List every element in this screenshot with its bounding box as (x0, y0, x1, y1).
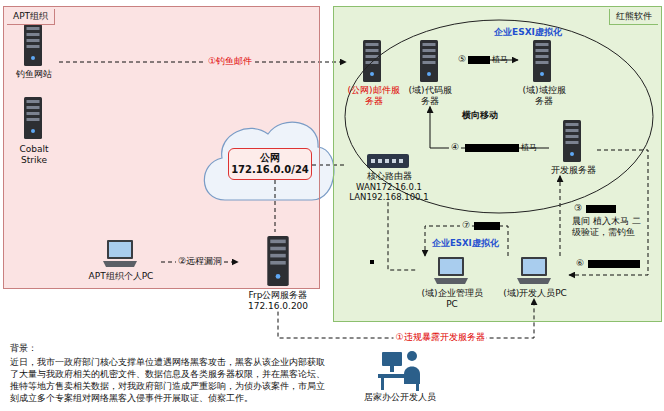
cloud-shape (204, 122, 334, 200)
router-port (378, 159, 382, 163)
person-head (407, 351, 417, 361)
annotation-label: 企业ESXI虚拟化 (432, 238, 499, 248)
redaction-bar (474, 222, 500, 230)
device-node: 核心路由器WAN172.16.0.1 LAN192.168.100.1 (346, 153, 432, 202)
node-label: 开发服务器 (549, 165, 597, 176)
router-body (367, 154, 409, 168)
device-node: Frp公网服务器 172.16.0.200 (238, 232, 318, 312)
node-label: APT组织个人PC (81, 271, 161, 282)
node-detail: WAN172.16.0.1 LAN192.168.100.1 (346, 182, 432, 202)
annotation-label: 晨间 植入木马 二级验证，需钓鱼 (572, 216, 646, 238)
router-port (392, 159, 396, 163)
monitor (382, 352, 402, 366)
router-port (385, 159, 389, 163)
node-label: 公网 172.16.0.0/24 (229, 152, 311, 176)
node-label: (域)域控服务器 (518, 85, 570, 107)
device-node: (域)企业管理员PC (416, 256, 488, 310)
node-label: Cobalt Strike (9, 144, 59, 166)
chair-leg (416, 384, 419, 391)
edge-label: ⑥ (574, 259, 586, 269)
node-label: (域)企业管理员PC (416, 288, 488, 310)
server-icon (533, 40, 551, 82)
edge-label: ①违规暴露开发服务器 (393, 333, 486, 343)
node-label: 居家办公开发人员 (362, 392, 438, 403)
node-label: 核心路由器 (346, 171, 432, 182)
network-box: 公网 172.16.0.0/24 (228, 148, 312, 180)
device-node: (公网)邮件服务器 (346, 39, 401, 107)
edge-label: ⑦ (460, 221, 472, 231)
redaction-bar (468, 56, 490, 64)
edge-label: ②远程漏洞 (176, 257, 224, 267)
node-label: 钓鱼网站 (9, 69, 59, 80)
edge-label: ⑤ (456, 55, 468, 65)
person-icon (378, 351, 420, 391)
node-label: 红熊软件 (609, 9, 658, 25)
background-note: 背景： (10, 343, 37, 353)
annotation-label: 植马 (492, 55, 508, 65)
server-icon (24, 24, 42, 66)
annotation-label: 植马 (521, 143, 537, 153)
region-fill (333, 6, 662, 322)
server-icon (420, 40, 438, 82)
zone-region: 红熊软件企业ESXI虚拟化 (公网)邮件服务器(域)代码服务器 (域)域控服务器开发… (333, 6, 662, 322)
device-node: APT组织个人PC (81, 239, 161, 282)
background-note: 近日，我市一政府部门核心支撑单位遭遇网络黑客攻击，黑客从该企业内部获取了大量与我… (10, 356, 328, 404)
server-icon (563, 120, 581, 162)
router-icon (367, 154, 409, 168)
device-node: 钓鱼网站 (9, 23, 59, 80)
region-fill (3, 6, 320, 289)
edge-label: ④ (449, 143, 461, 153)
device-node: 开发服务器 (549, 119, 597, 176)
redaction-bar (586, 205, 616, 213)
connector (312, 165, 346, 166)
ellipse-shape (345, 20, 653, 213)
laptop-icon (517, 257, 551, 284)
laptop-icon (103, 240, 137, 267)
server-icon (267, 236, 288, 286)
monitor-stand (390, 366, 394, 372)
server-icon (24, 97, 42, 139)
node-label: Frp公网服务器 172.16.0.200 (238, 290, 318, 312)
device-node: (域)开发人员PC (501, 256, 569, 299)
node-label: (公网)邮件服务器 (346, 85, 401, 107)
connector (59, 62, 346, 63)
annotation-label: 横向移动 (462, 110, 498, 121)
redaction-bar (588, 260, 640, 268)
desk (378, 374, 412, 378)
node-label: APT组织 (7, 9, 55, 25)
connector (275, 180, 276, 232)
device-node: Cobalt Strike (9, 96, 59, 166)
router-port (371, 159, 375, 163)
node-label: (域)代码服务器 (404, 85, 456, 107)
router-port (399, 159, 403, 163)
node-label: 企业ESXI虚拟化 (494, 27, 562, 38)
edge-label: ③ (572, 204, 584, 214)
desk-leg (381, 378, 384, 390)
server-icon (363, 40, 381, 82)
device-node: 居家办公开发人员 (362, 346, 438, 403)
connector (388, 202, 416, 270)
marker-dot (370, 260, 374, 264)
laptop-icon (434, 257, 468, 284)
node-label: (域)开发人员PC (501, 288, 569, 299)
device-node: (域)代码服务器 (404, 39, 456, 107)
device-node: (域)域控服务器 (518, 39, 570, 107)
redaction-bar (465, 144, 519, 152)
connector (560, 176, 561, 256)
edge-label: ①钓鱼邮件 (206, 57, 254, 67)
connector (430, 107, 549, 148)
